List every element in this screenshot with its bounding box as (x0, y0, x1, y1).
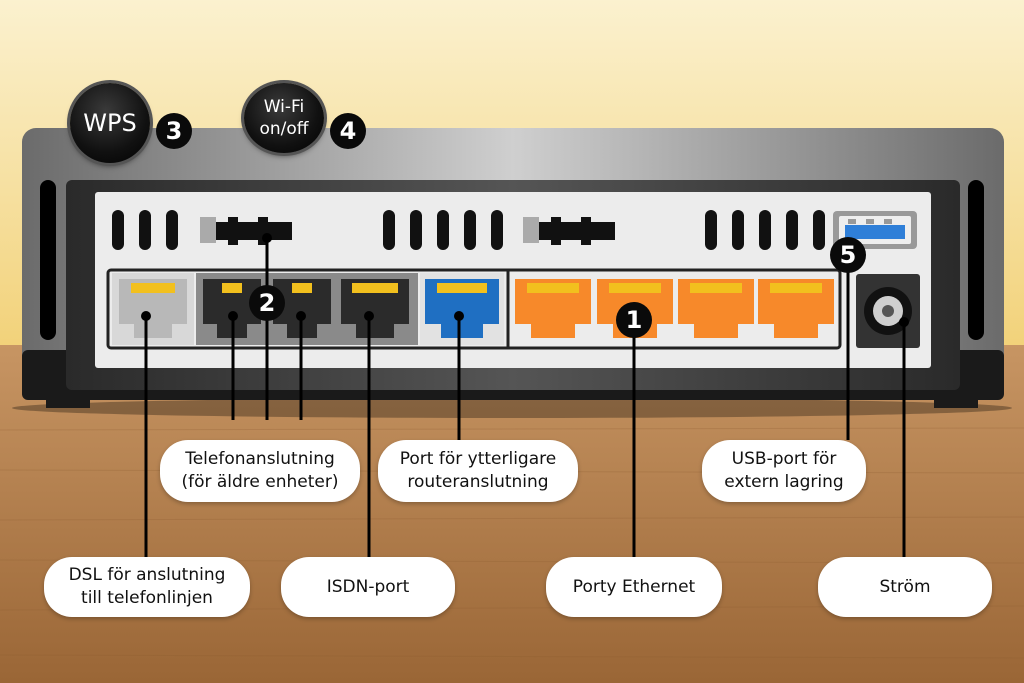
marker-3: 3 (156, 113, 192, 149)
extra-router-port (420, 273, 504, 345)
wifi-button-label-2: on/off (259, 119, 309, 139)
wps-button: WPS (70, 83, 150, 163)
connector-lines (144, 238, 906, 560)
wifi-toggle-button: Wi-Fi on/off (244, 83, 324, 153)
floor (0, 345, 1024, 683)
label-phone-connection: Telefonanslutning (för äldre enheter) (160, 440, 360, 502)
wps-button-label: WPS (83, 109, 137, 137)
marker-1: 1 (616, 302, 652, 338)
router-shadow (12, 398, 1012, 418)
connector-dots (141, 233, 909, 327)
label-extra-router-port: Port för ytterligare routeranslutning (378, 440, 578, 502)
power-socket (856, 274, 920, 348)
dsl-port (112, 273, 194, 345)
phone-ports (196, 273, 418, 345)
marker-4: 4 (330, 113, 366, 149)
usb-port (833, 211, 917, 249)
marker-2: 2 (249, 285, 285, 321)
label-ethernet: Porty Ethernet (546, 557, 722, 617)
label-power: Ström (818, 557, 992, 617)
ethernet-ports (515, 279, 834, 338)
vents (112, 210, 825, 250)
label-dsl: DSL för anslutning till telefonlinjen (44, 557, 250, 617)
panel-clips (200, 217, 615, 245)
label-usb-port: USB-port för extern lagring (702, 440, 866, 502)
port-bay (106, 268, 842, 350)
label-isdn: ISDN-port (281, 557, 455, 617)
wifi-button-label-1: Wi-Fi (263, 97, 305, 117)
marker-5: 5 (830, 237, 866, 273)
